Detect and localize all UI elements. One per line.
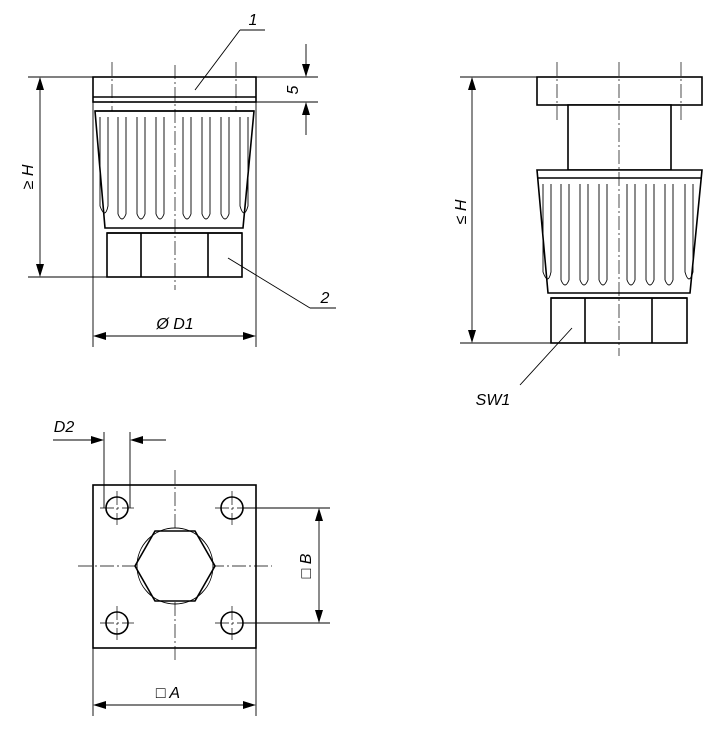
- hole-d2-label: D2: [54, 419, 75, 436]
- flutes: [99, 117, 249, 220]
- height-max-label: ≤ H: [453, 199, 470, 224]
- hex-nut: [106, 232, 243, 278]
- mounting-holes: [100, 491, 249, 640]
- fluted-body: [536, 169, 703, 294]
- plate-thickness-label: 5: [285, 85, 302, 94]
- height-min-label: ≥ H: [20, 164, 37, 189]
- hexagon: [134, 530, 216, 602]
- square-b-label: □ B: [298, 553, 315, 578]
- callout-2: 2: [320, 290, 330, 307]
- callout-sw1: SW1: [476, 392, 511, 409]
- flutes: [542, 184, 694, 286]
- plate: [536, 76, 703, 106]
- plate: [92, 76, 257, 103]
- callout-1: 1: [249, 12, 258, 29]
- top-view: D2 □ B □ A: [53, 419, 330, 716]
- diameter-d1-label: Ø D1: [155, 316, 193, 333]
- square-a-label: □ A: [156, 685, 180, 702]
- side-view-retracted: ≥ H 5 Ø D1 1 2: [20, 12, 336, 347]
- side-view-extended: ≤ H SW1: [453, 62, 703, 409]
- stem: [567, 104, 672, 171]
- fluted-body: [94, 110, 255, 229]
